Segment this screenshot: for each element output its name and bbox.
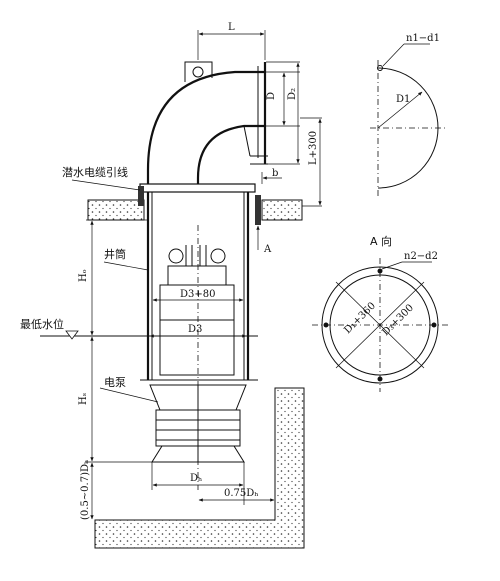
D3-300-label: D₃+300 — [380, 302, 416, 338]
dim-Dh — [151, 462, 245, 505]
leader-well — [103, 261, 149, 271]
dim-D-label: D — [266, 92, 277, 100]
dim-D3-label: D3 — [188, 324, 202, 335]
lifting-lug — [184, 61, 213, 82]
leader-cable — [71, 179, 141, 191]
leader-pump — [99, 387, 159, 403]
view-a-label: A 向 — [370, 234, 392, 248]
dim-b — [261, 172, 282, 184]
dim-L300-label: L+300 — [308, 131, 319, 165]
motor-body — [159, 284, 235, 376]
pump-label: 电泵 — [104, 376, 126, 389]
discharge-elbow — [146, 62, 268, 188]
dim-L-label: L — [228, 22, 235, 33]
cable-label: 潜水电缆引线 — [62, 165, 128, 179]
dim-0507-label: (0.5~0.7)Dₕ — [80, 460, 91, 520]
dim-L300 — [300, 117, 322, 207]
dim-Ho-label: Hₒ — [78, 269, 89, 282]
well-label: 井筒 — [104, 247, 126, 261]
dim-Ho-Hs — [86, 219, 152, 520]
foundation-slab — [87, 199, 303, 221]
flange-half-view — [370, 43, 448, 196]
n2d2-label: n2−d2 — [404, 251, 438, 262]
dim-Dh-label: Dₕ — [190, 473, 202, 484]
dim-D-D2 — [266, 61, 300, 165]
dim-Hs-label: Hₛ — [78, 393, 89, 405]
D1-label: D1 — [396, 94, 410, 105]
motor-top — [167, 245, 227, 286]
dim-075Dh-label: 0.75Dₕ — [224, 488, 259, 499]
well-casing — [138, 183, 261, 381]
dim-L — [197, 30, 266, 60]
n1d1-label: n1−d1 — [406, 33, 440, 44]
dim-D2-label: D₂ — [287, 88, 298, 100]
arrow-a-label: A — [263, 244, 272, 255]
flange-view-a — [312, 258, 448, 392]
dim-D3-80-label: D3+80 — [180, 289, 215, 300]
min-water-label: 最低水位 — [20, 317, 64, 331]
sump-pit — [94, 387, 305, 549]
dim-b-label: b — [272, 168, 278, 179]
